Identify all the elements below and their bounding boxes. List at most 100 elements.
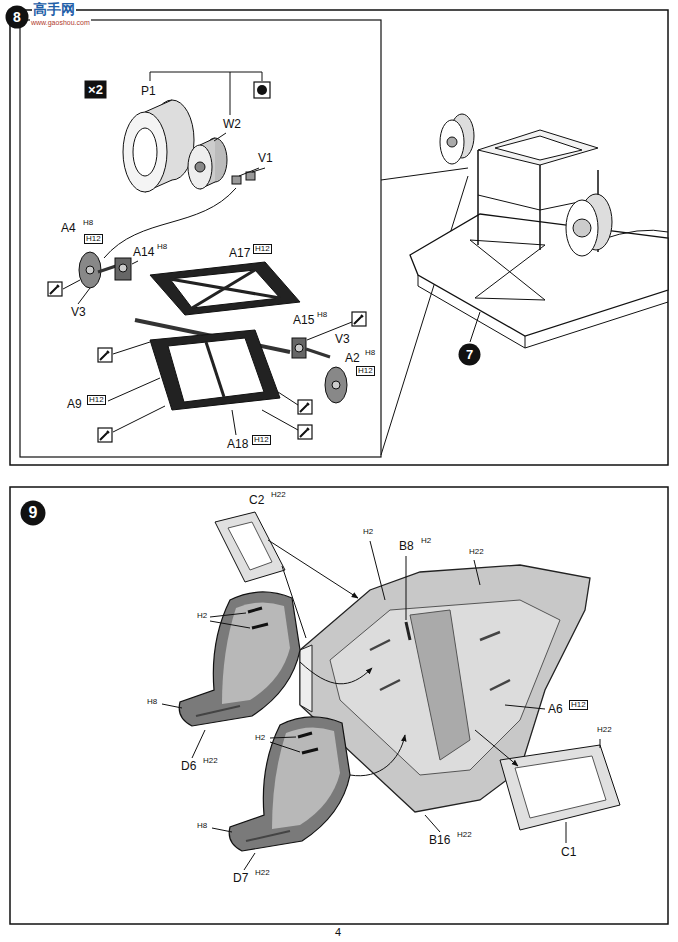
assembly-arrow bbox=[475, 730, 518, 766]
frame-opening bbox=[168, 338, 264, 402]
leader-line bbox=[566, 739, 600, 843]
disc-hub bbox=[332, 381, 340, 389]
upright bbox=[292, 338, 306, 358]
paint-code: H22 bbox=[596, 726, 613, 734]
paint-code: H8 bbox=[364, 349, 376, 357]
part-number: D6 bbox=[180, 760, 197, 773]
side-panel-inner bbox=[515, 756, 606, 818]
paint-code: H12 bbox=[253, 244, 272, 254]
part-number: A17 bbox=[228, 247, 251, 260]
paint-code: H22 bbox=[254, 869, 271, 877]
floor-brace bbox=[470, 240, 545, 300]
leader-line bbox=[63, 280, 80, 289]
node-outline bbox=[459, 344, 481, 366]
brake-disc bbox=[79, 252, 101, 288]
paint-code: H12 bbox=[252, 435, 271, 445]
part-number: P1 bbox=[140, 85, 157, 98]
frame-brace bbox=[170, 270, 280, 308]
part-number: A15 bbox=[292, 314, 315, 327]
leader-line bbox=[108, 378, 160, 401]
leader-line bbox=[262, 410, 298, 430]
leader-line bbox=[278, 392, 298, 405]
part-number: W2 bbox=[222, 118, 242, 131]
node-text: 9 bbox=[29, 505, 38, 521]
wheel-face bbox=[188, 145, 212, 189]
paint-code: H22 bbox=[468, 548, 485, 556]
paint-code: H2 bbox=[420, 537, 432, 545]
paint-symbol bbox=[254, 82, 270, 98]
leader-line bbox=[470, 312, 480, 342]
part-number: A9 bbox=[66, 398, 83, 411]
bucket-seat bbox=[179, 592, 300, 726]
tire-face bbox=[123, 112, 167, 192]
paint-code: H2 bbox=[362, 528, 374, 536]
quantity-badge: ×2 bbox=[84, 80, 107, 99]
frame-brace bbox=[206, 342, 224, 397]
part-number: D7 bbox=[232, 872, 249, 885]
rear-frame-opening bbox=[495, 136, 582, 160]
poly-cap bbox=[246, 172, 255, 180]
paint-code: H8 bbox=[146, 698, 158, 706]
assembly-line bbox=[104, 188, 236, 258]
leader-line bbox=[113, 406, 165, 432]
leader-line bbox=[232, 410, 236, 435]
paint-code: H22 bbox=[270, 491, 287, 499]
part-number: C1 bbox=[560, 846, 577, 859]
tire-bead bbox=[133, 128, 157, 176]
part-number: C2 bbox=[248, 494, 265, 507]
paint-code: H12 bbox=[84, 234, 103, 244]
wheel-hub bbox=[195, 162, 205, 172]
paint-code: H8 bbox=[196, 822, 208, 830]
upright bbox=[115, 258, 131, 280]
paint-symbol-dot bbox=[257, 85, 267, 95]
step-reference: 7 bbox=[458, 343, 481, 366]
node-outline bbox=[85, 81, 107, 99]
step-number: 9 bbox=[20, 500, 46, 526]
leader-line bbox=[113, 342, 150, 354]
part-number: V3 bbox=[70, 306, 87, 319]
wheel-rim bbox=[573, 219, 591, 237]
paint-code: H8 bbox=[156, 243, 168, 251]
part-number: V1 bbox=[257, 152, 274, 165]
door-panel-inner bbox=[228, 522, 272, 570]
leader-line bbox=[78, 288, 90, 304]
poly-cap bbox=[232, 176, 241, 184]
center-tunnel bbox=[410, 610, 470, 760]
leader-line bbox=[212, 737, 300, 870]
lever bbox=[406, 622, 410, 640]
upright-bore bbox=[295, 344, 303, 352]
node-text: 8 bbox=[13, 10, 21, 24]
seat-mount bbox=[370, 632, 510, 690]
watermark-url: www.gaoshou.com bbox=[30, 19, 91, 26]
glue-symbol bbox=[98, 428, 112, 442]
paint-code: H2 bbox=[196, 612, 208, 620]
paint-code: H22 bbox=[456, 831, 473, 839]
upright-bore bbox=[119, 264, 127, 272]
paint-code: H12 bbox=[356, 366, 375, 376]
node-text: ×2 bbox=[88, 83, 103, 96]
step-panel bbox=[10, 487, 668, 924]
glue-symbol bbox=[298, 425, 312, 439]
rear-frame bbox=[478, 130, 598, 165]
glue-symbol bbox=[98, 348, 112, 362]
leader-line bbox=[132, 261, 138, 264]
frame-opening bbox=[170, 270, 280, 308]
lower-frame bbox=[150, 330, 280, 410]
watermark: 高手网 bbox=[32, 2, 76, 17]
paint-code: H22 bbox=[202, 757, 219, 765]
axle-pin bbox=[306, 349, 330, 357]
detail-inset bbox=[20, 20, 381, 457]
paint-code: H12 bbox=[569, 700, 588, 710]
rear-wheel-face bbox=[440, 120, 464, 164]
glue-symbol bbox=[298, 400, 312, 414]
brake-disc bbox=[325, 367, 347, 403]
step-number: 8 bbox=[5, 5, 29, 29]
part-number: A18 bbox=[226, 438, 249, 451]
floor-pan bbox=[410, 214, 668, 336]
glue-symbol bbox=[352, 312, 366, 326]
part-number: B8 bbox=[398, 540, 415, 553]
page-number: 4 bbox=[334, 927, 342, 939]
leader-line bbox=[214, 133, 226, 141]
